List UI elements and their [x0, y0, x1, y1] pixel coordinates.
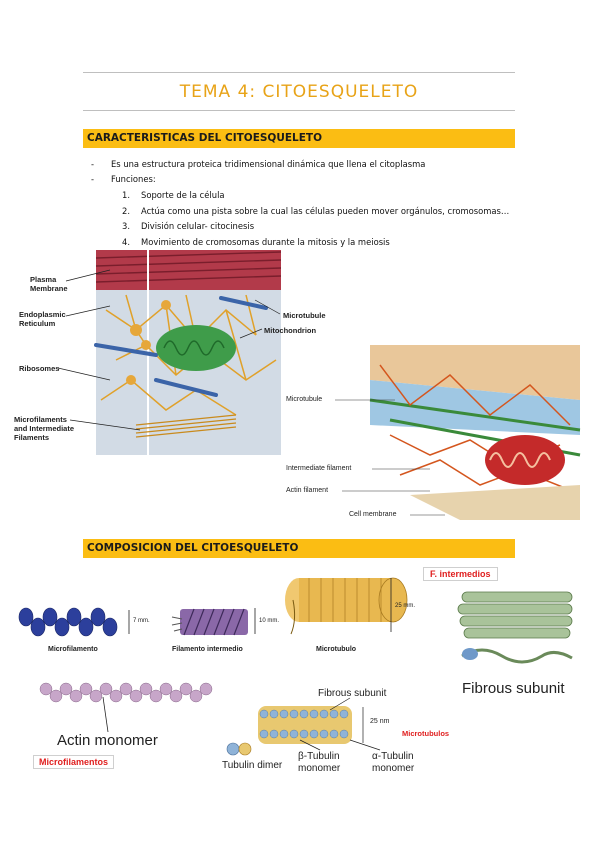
microtubule-diagram — [285, 577, 408, 635]
label-microtubule-right: Microtubule — [286, 396, 323, 403]
tag-microfilamentos: Microfilamentos — [33, 755, 115, 769]
label-actin-monomer: Actin monomer — [57, 732, 158, 749]
label-actin-filament: Actin filament — [286, 487, 329, 494]
function-item: Actúa como una pista sobre la cual las c… — [141, 206, 510, 216]
label-microtubule-left: Microtubule — [283, 311, 326, 320]
label-beta-tubulin: β-Tubulin monomer — [298, 751, 341, 774]
function-item: Movimiento de cromosomas durante la mito… — [141, 237, 390, 247]
size-10mm: 10 mm. — [259, 618, 280, 624]
intermediate-filament-bundle — [457, 591, 573, 664]
function-number: 3. — [122, 221, 130, 231]
label-endoplasmic-reticulum: Endoplasmic Reticulum — [19, 310, 66, 328]
size-7mm: 7 mm. — [133, 618, 150, 624]
label-25nm: 25 nm — [370, 718, 390, 725]
label-microtubulo: Microtubulo — [316, 646, 357, 653]
function-number: 4. — [122, 237, 130, 247]
label-intermediate-filament: Intermediate filament — [286, 465, 352, 472]
label-filamento-intermedio: Filamento intermedio — [172, 646, 243, 653]
function-number: 2. — [122, 206, 130, 216]
size-25mm: 25 mm. — [395, 603, 416, 609]
tubulin-tube-diagram — [258, 706, 352, 744]
label-fibrous-subunit-small: Fibrous subunit — [318, 688, 387, 699]
title-rule — [83, 110, 515, 111]
function-item: División celular- citocinesis — [141, 221, 255, 231]
bullet-dash: - — [91, 159, 95, 169]
label-fibrous-subunit-large: Fibrous subunit — [462, 680, 565, 697]
bullet-dash: - — [91, 174, 95, 184]
bullet-text: Funciones: — [111, 174, 156, 184]
top-rule — [83, 72, 515, 73]
label-mitochondrion: Mitochondrion — [264, 326, 317, 335]
intermediate-filament-diagram — [171, 608, 248, 636]
label-microfilamento: Microfilamento — [48, 646, 98, 653]
label-cell-membrane: Cell membrane — [349, 511, 397, 518]
bullet-text: Es una estructura proteica tridimensiona… — [111, 159, 426, 169]
label-plasma-membrane: Plasma Membrane — [30, 275, 68, 293]
tubulin-dimer-icon — [226, 742, 252, 756]
label-tubulin-dimer: Tubulin dimer — [222, 760, 283, 771]
tag-microtubulos: Microtubulos — [402, 729, 450, 738]
cytoskeleton-3d-illustration — [94, 250, 282, 455]
tag-f-intermedios: F. intermedios — [423, 567, 498, 581]
label-microfilaments: Microfilaments and Intermediate Filament… — [14, 415, 75, 442]
label-ribosomes: Ribosomes — [19, 364, 60, 373]
cytoskeleton-section-illustration — [369, 345, 581, 520]
section-heading-composicion: COMPOSICION DEL CITOESQUELETO — [83, 539, 515, 558]
function-item: Soporte de la célula — [141, 190, 225, 200]
microfilament-diagram — [18, 607, 118, 637]
page-title: TEMA 4: CITOESQUELETO — [179, 82, 419, 102]
label-alpha-tubulin: α-Tubulin monomer — [372, 751, 415, 774]
actin-filament-diagram — [39, 682, 213, 703]
section-heading-caracteristicas: CARACTERISTICAS DEL CITOESQUELETO — [83, 129, 515, 148]
function-number: 1. — [122, 190, 130, 200]
